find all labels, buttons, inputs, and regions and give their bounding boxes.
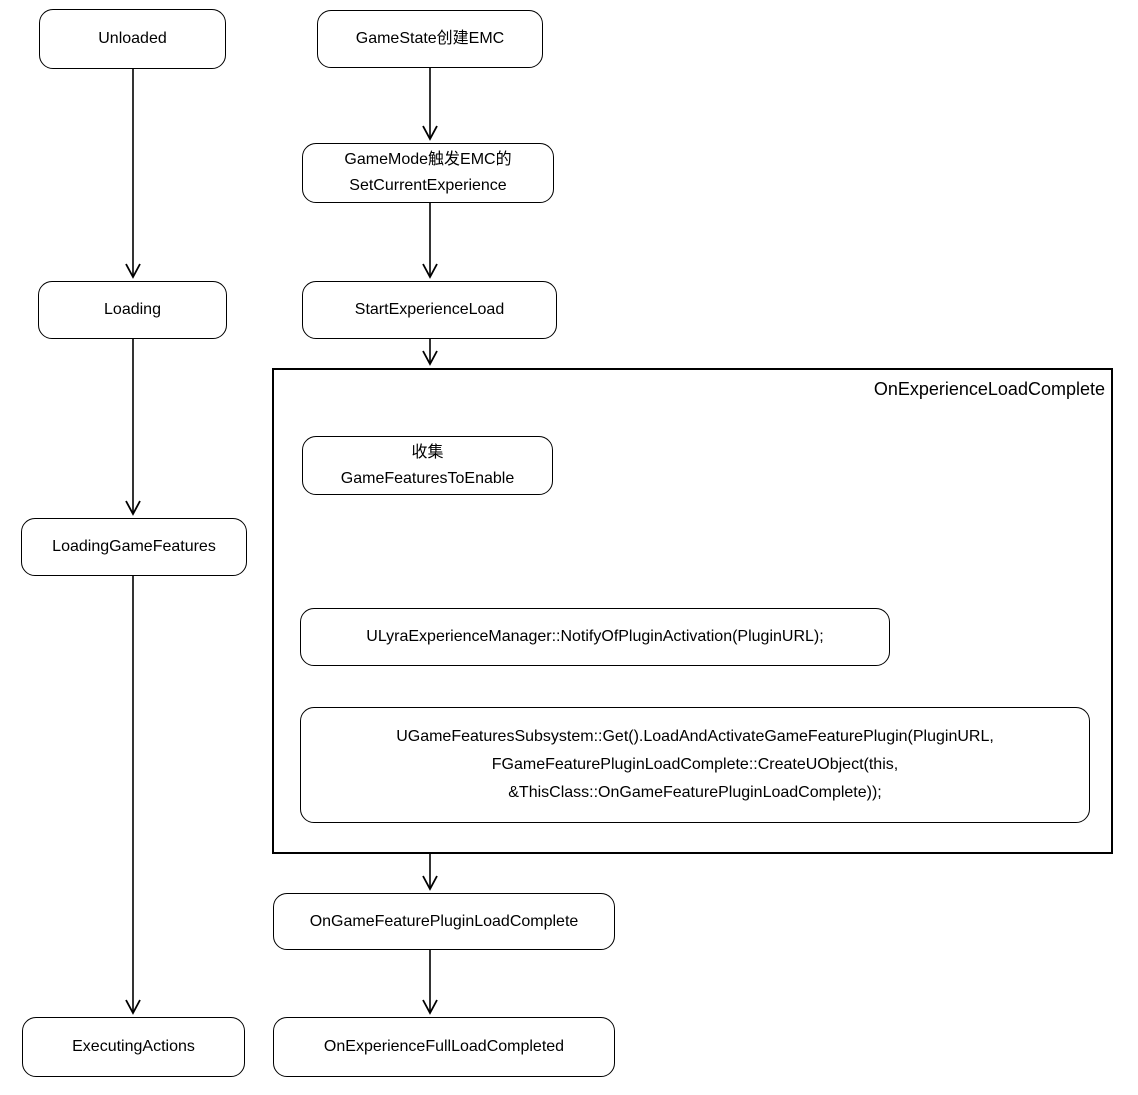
state-executingactions-label: ExecutingActions (72, 1038, 195, 1055)
state-loadinggamefeatures-node: LoadingGameFeatures (21, 518, 247, 576)
load-and-activate-plugin-node: UGameFeaturesSubsystem::Get().LoadAndAct… (300, 707, 1090, 823)
load-and-activate-plugin-code-line2: FGameFeaturePluginLoadComplete::CreateUO… (491, 756, 899, 773)
on-experience-load-complete-group-label: OnExperienceLoadComplete (873, 379, 1105, 399)
gamemode-trigger-node: GameMode触发EMC的 SetCurrentExperience (302, 143, 554, 203)
on-game-feature-plugin-load-complete-label: OnGameFeaturePluginLoadComplete (309, 912, 579, 930)
load-and-activate-plugin-code-line1: UGameFeaturesSubsystem::Get().LoadAndAct… (396, 728, 994, 745)
gamestate-create-emc-label: GameState创建EMC (355, 30, 505, 47)
notify-of-plugin-activation-code: ULyraExperienceManager::NotifyOfPluginAc… (366, 628, 824, 645)
state-loading-node: Loading (38, 281, 227, 339)
state-loading-label: Loading (104, 301, 161, 318)
on-experience-full-load-completed-label: OnExperienceFullLoadCompleted (323, 1038, 565, 1055)
state-executingactions-node: ExecutingActions (22, 1017, 245, 1077)
on-experience-full-load-completed-node: OnExperienceFullLoadCompleted (273, 1017, 615, 1077)
collect-gamefeatures-node: 收集 GameFeaturesToEnable (302, 436, 553, 495)
start-experience-load-label: StartExperienceLoad (354, 301, 505, 318)
state-unloaded-node: Unloaded (39, 9, 226, 69)
load-and-activate-plugin-code-line3: &ThisClass::OnGameFeaturePluginLoadCompl… (508, 784, 882, 801)
state-loadinggamefeatures-label: LoadingGameFeatures (52, 538, 216, 555)
state-unloaded-label: Unloaded (98, 30, 167, 47)
gamemode-trigger-label-line2: SetCurrentExperience (349, 177, 507, 194)
collect-gamefeatures-label-line1: 收集 (411, 443, 444, 461)
start-experience-load-node: StartExperienceLoad (302, 281, 557, 339)
gamemode-trigger-label-line1: GameMode触发EMC的 (344, 151, 512, 168)
on-experience-load-complete-group: OnExperienceLoadComplete (272, 368, 1113, 854)
collect-gamefeatures-label-line2: GameFeaturesToEnable (340, 469, 515, 487)
on-game-feature-plugin-load-complete-node: OnGameFeaturePluginLoadComplete (273, 893, 615, 950)
gamestate-create-emc-node: GameState创建EMC (317, 10, 543, 68)
notify-of-plugin-activation-node: ULyraExperienceManager::NotifyOfPluginAc… (300, 608, 890, 666)
